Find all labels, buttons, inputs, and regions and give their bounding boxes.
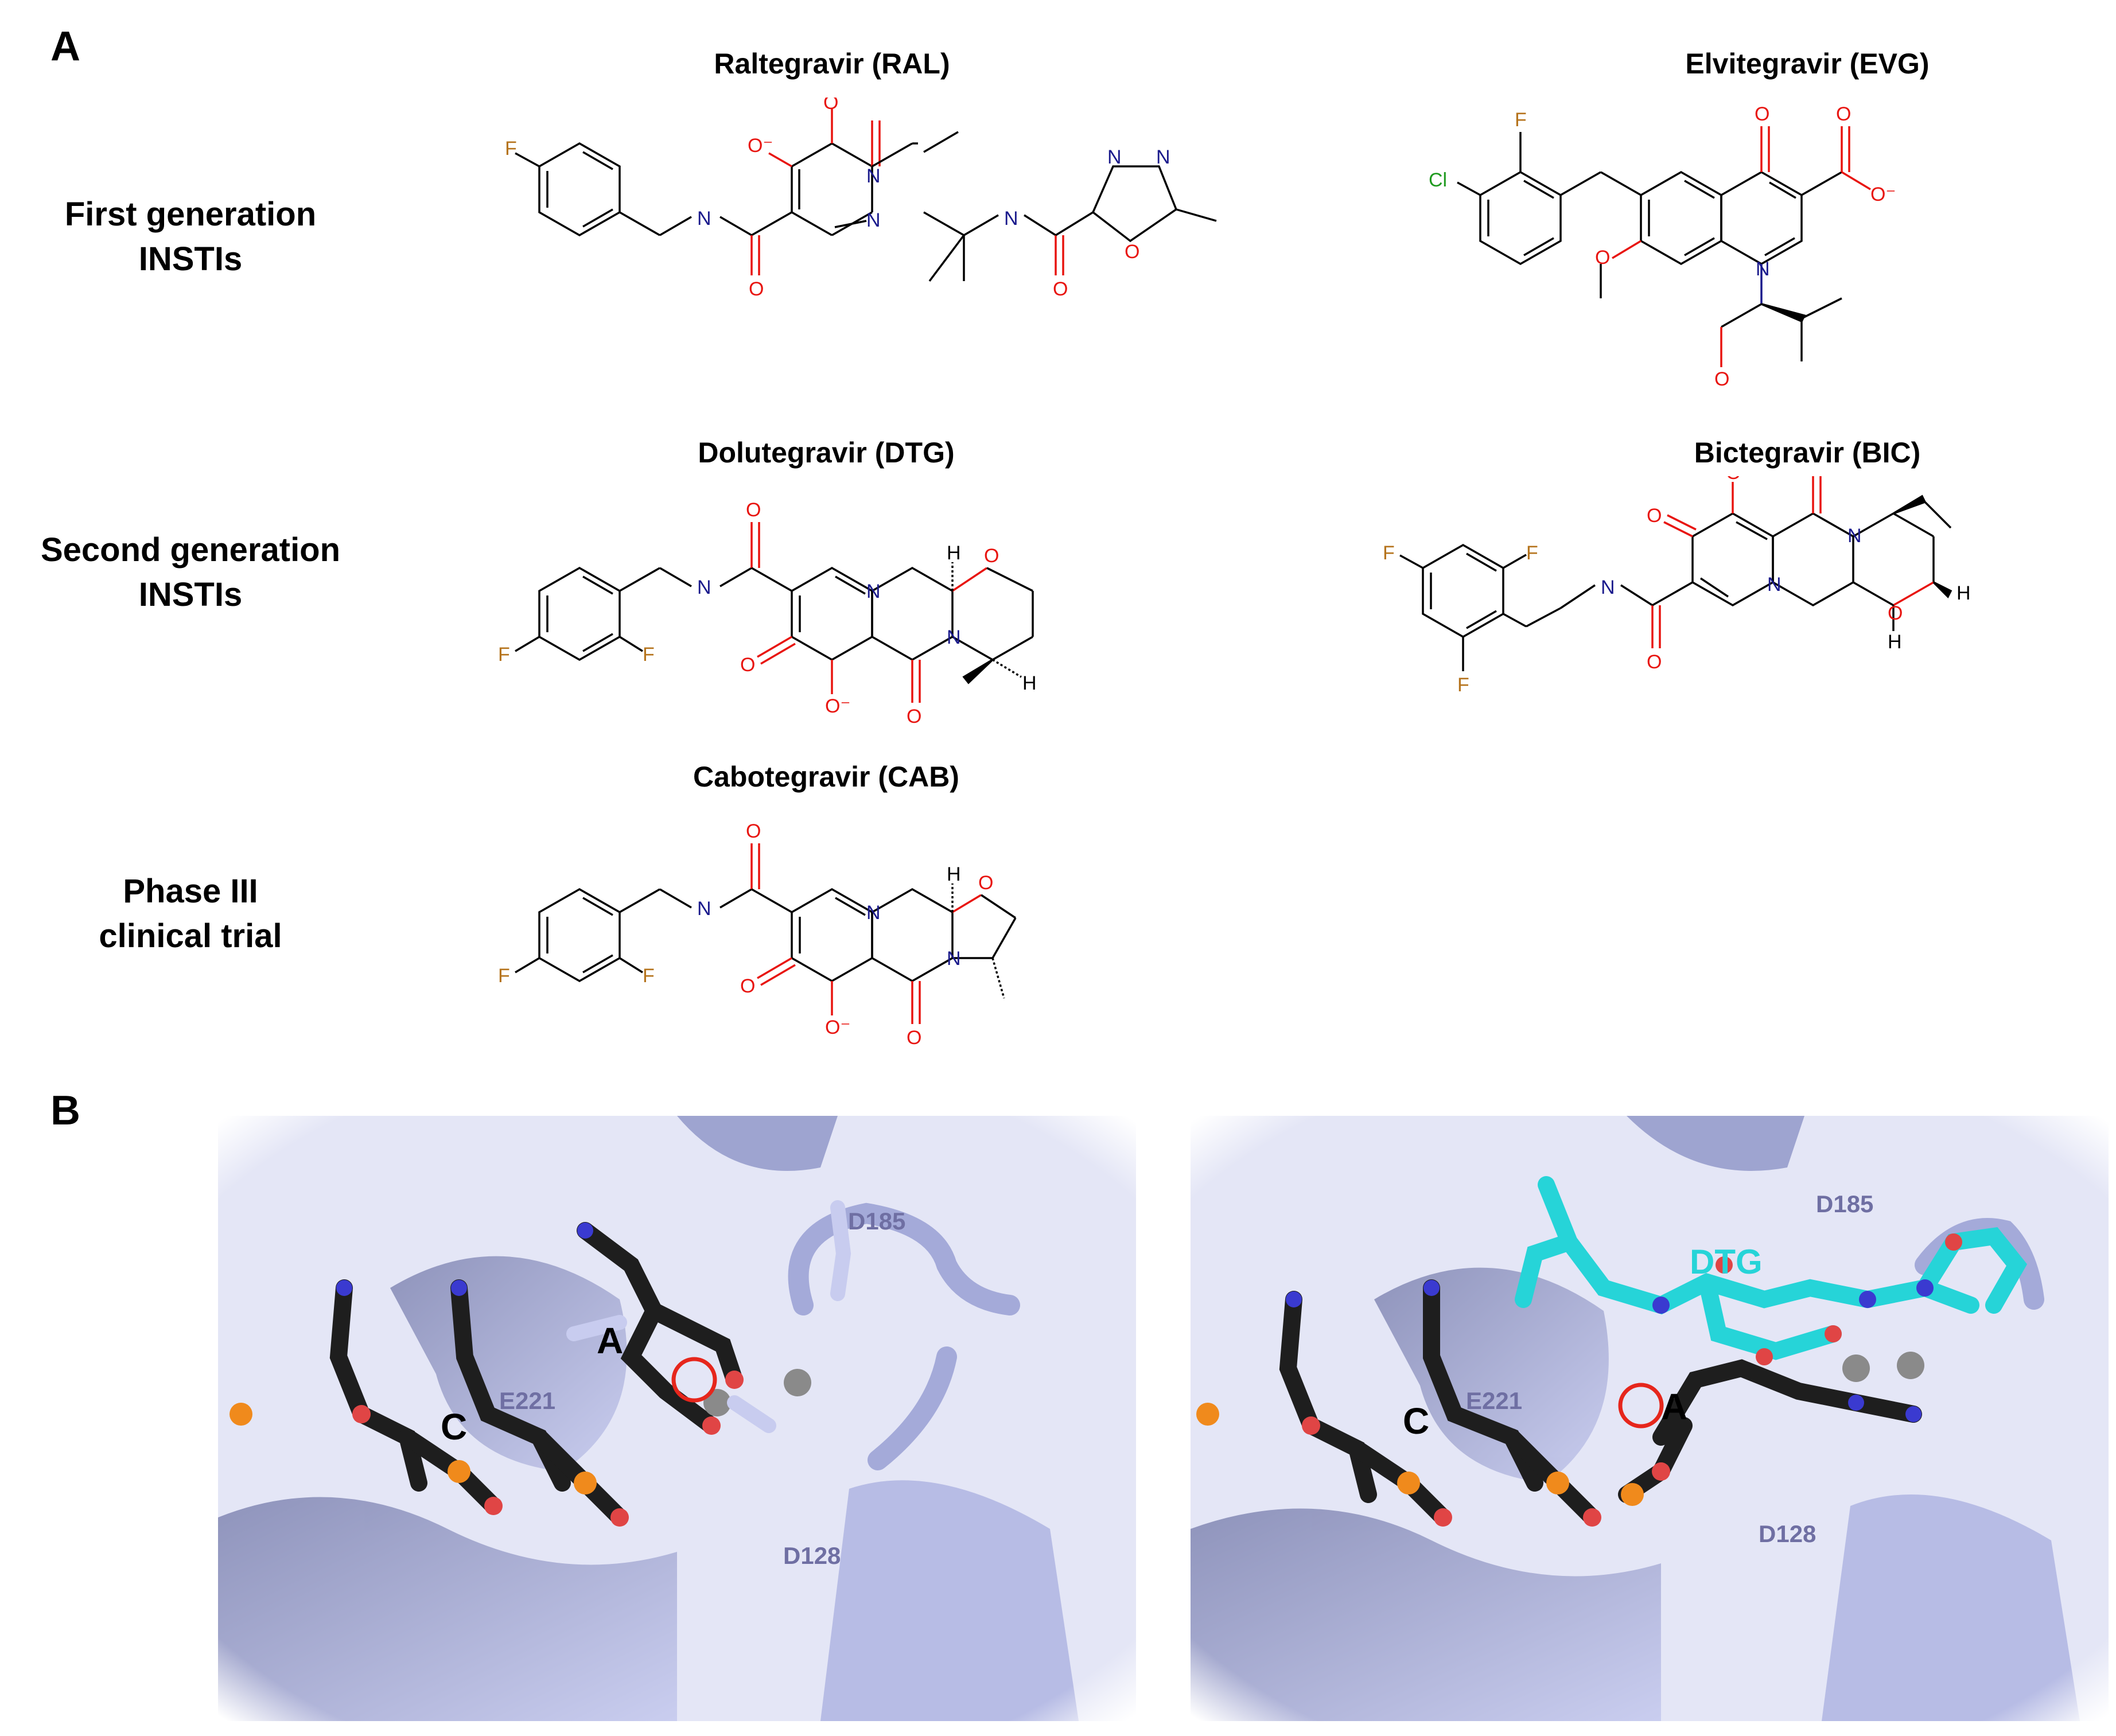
row-label-first-generation: First generation INSTIs	[64, 196, 317, 278]
atom-o: O	[1888, 602, 1903, 624]
atom-o-minus: O⁻	[1870, 184, 1896, 205]
atom-o: O	[1125, 241, 1139, 263]
label-a-right: A	[1661, 1386, 1688, 1427]
drug-title-dolutegravir: Dolutegravir (DTG)	[698, 437, 955, 469]
atom-n: N	[1601, 577, 1615, 598]
drug-title-raltegravir: Raltegravir (RAL)	[714, 48, 950, 80]
structure-render-dtg-bound	[1191, 1116, 2109, 1721]
label-e221-left: E221	[499, 1387, 556, 1414]
atom-f: F	[643, 644, 655, 665]
row-label-phase-iii: Phase III clinical trial	[99, 873, 282, 955]
atom-f: F	[505, 138, 517, 159]
atom-o-minus: O⁻	[748, 135, 773, 157]
atom-cl: Cl	[1429, 169, 1447, 191]
atom-n: N	[697, 577, 711, 598]
label-a-left: A	[597, 1320, 624, 1361]
atom-n: N	[866, 165, 881, 187]
drug-title-cabotegravir: Cabotegravir (CAB)	[693, 761, 959, 793]
atom-n: N	[866, 209, 881, 231]
structure-bictegravir: F F F N N N O O⁻ O O O H H	[1383, 476, 1971, 696]
atom-h: H	[1022, 672, 1037, 694]
label-d128-right: D128	[1759, 1520, 1817, 1547]
atom-h: H	[1888, 631, 1902, 653]
label-c-right: C	[1403, 1400, 1430, 1442]
atom-o-minus: O⁻	[825, 1017, 850, 1038]
atom-o: O	[740, 975, 755, 997]
panel-a-label: A	[50, 24, 80, 69]
atom-h: H	[947, 542, 961, 564]
atom-n: N	[947, 948, 961, 970]
drug-title-elvitegravir: Elvitegravir (EVG)	[1685, 48, 1930, 80]
drug-title-bictegravir: Bictegravir (BIC)	[1694, 437, 1921, 469]
atom-n: N	[866, 581, 881, 602]
atom-n: N	[1107, 146, 1122, 168]
atom-o: O	[1807, 476, 1822, 478]
atom-o: O	[1053, 278, 1068, 300]
atom-o-minus: O⁻	[1726, 476, 1751, 484]
label-d185-right: D185	[1816, 1190, 1874, 1217]
label-d128-left: D128	[783, 1542, 841, 1569]
atom-f: F	[498, 965, 510, 987]
atom-n: N	[1847, 525, 1862, 547]
atom-f: F	[643, 965, 655, 987]
structure-render-unbound	[218, 1116, 1136, 1721]
atom-n: N	[697, 898, 711, 920]
label-c-left: C	[441, 1406, 468, 1447]
atom-n: N	[1756, 258, 1770, 280]
atom-o: O	[746, 820, 761, 842]
atom-n: N	[1004, 208, 1018, 229]
atom-f: F	[1526, 542, 1538, 564]
atom-n: N	[1767, 574, 1782, 595]
atom-o: O	[907, 1027, 921, 1049]
atom-o-minus: O⁻	[825, 695, 850, 717]
atom-n: N	[1156, 146, 1170, 168]
atom-f: F	[498, 644, 510, 665]
atom-f: F	[1515, 109, 1527, 131]
atom-o: O	[1755, 103, 1769, 125]
structure-dolutegravir: F F N N N O O O⁻ O O H H	[498, 499, 1037, 727]
atom-n: N	[947, 626, 961, 648]
atom-f: F	[1383, 542, 1395, 564]
atom-o: O	[746, 499, 761, 521]
atom-o: O	[740, 654, 755, 676]
label-dtg-ligand: DTG	[1690, 1243, 1763, 1281]
structure-elvitegravir: Cl F O O O⁻ O O N	[1429, 103, 1896, 390]
structure-cabotegravir: F F N N N O O O⁻ O O H	[498, 820, 1017, 1049]
row-label-second-generation: Second generation INSTIs	[40, 531, 341, 613]
atom-o: O	[984, 545, 999, 567]
atom-n: N	[697, 208, 711, 229]
atom-o: O	[1647, 505, 1662, 527]
atom-o: O	[978, 872, 993, 894]
label-d185-left: D185	[848, 1208, 906, 1235]
atom-o: O	[823, 98, 838, 114]
atom-o: O	[1647, 651, 1662, 673]
atom-f: F	[1457, 674, 1469, 696]
panel-b-label: B	[50, 1088, 80, 1134]
atom-n: N	[866, 902, 881, 924]
atom-h: H	[947, 863, 961, 885]
atom-o: O	[1836, 103, 1851, 125]
atom-o: O	[1714, 368, 1729, 390]
atom-o: O	[749, 278, 764, 300]
structure-raltegravir: F N N N N N N O O O⁻ O O	[505, 98, 1217, 300]
label-e221-right: E221	[1466, 1387, 1523, 1414]
atom-o: O	[1595, 247, 1610, 268]
atom-h: H	[1956, 582, 1971, 604]
atom-o: O	[907, 706, 921, 727]
